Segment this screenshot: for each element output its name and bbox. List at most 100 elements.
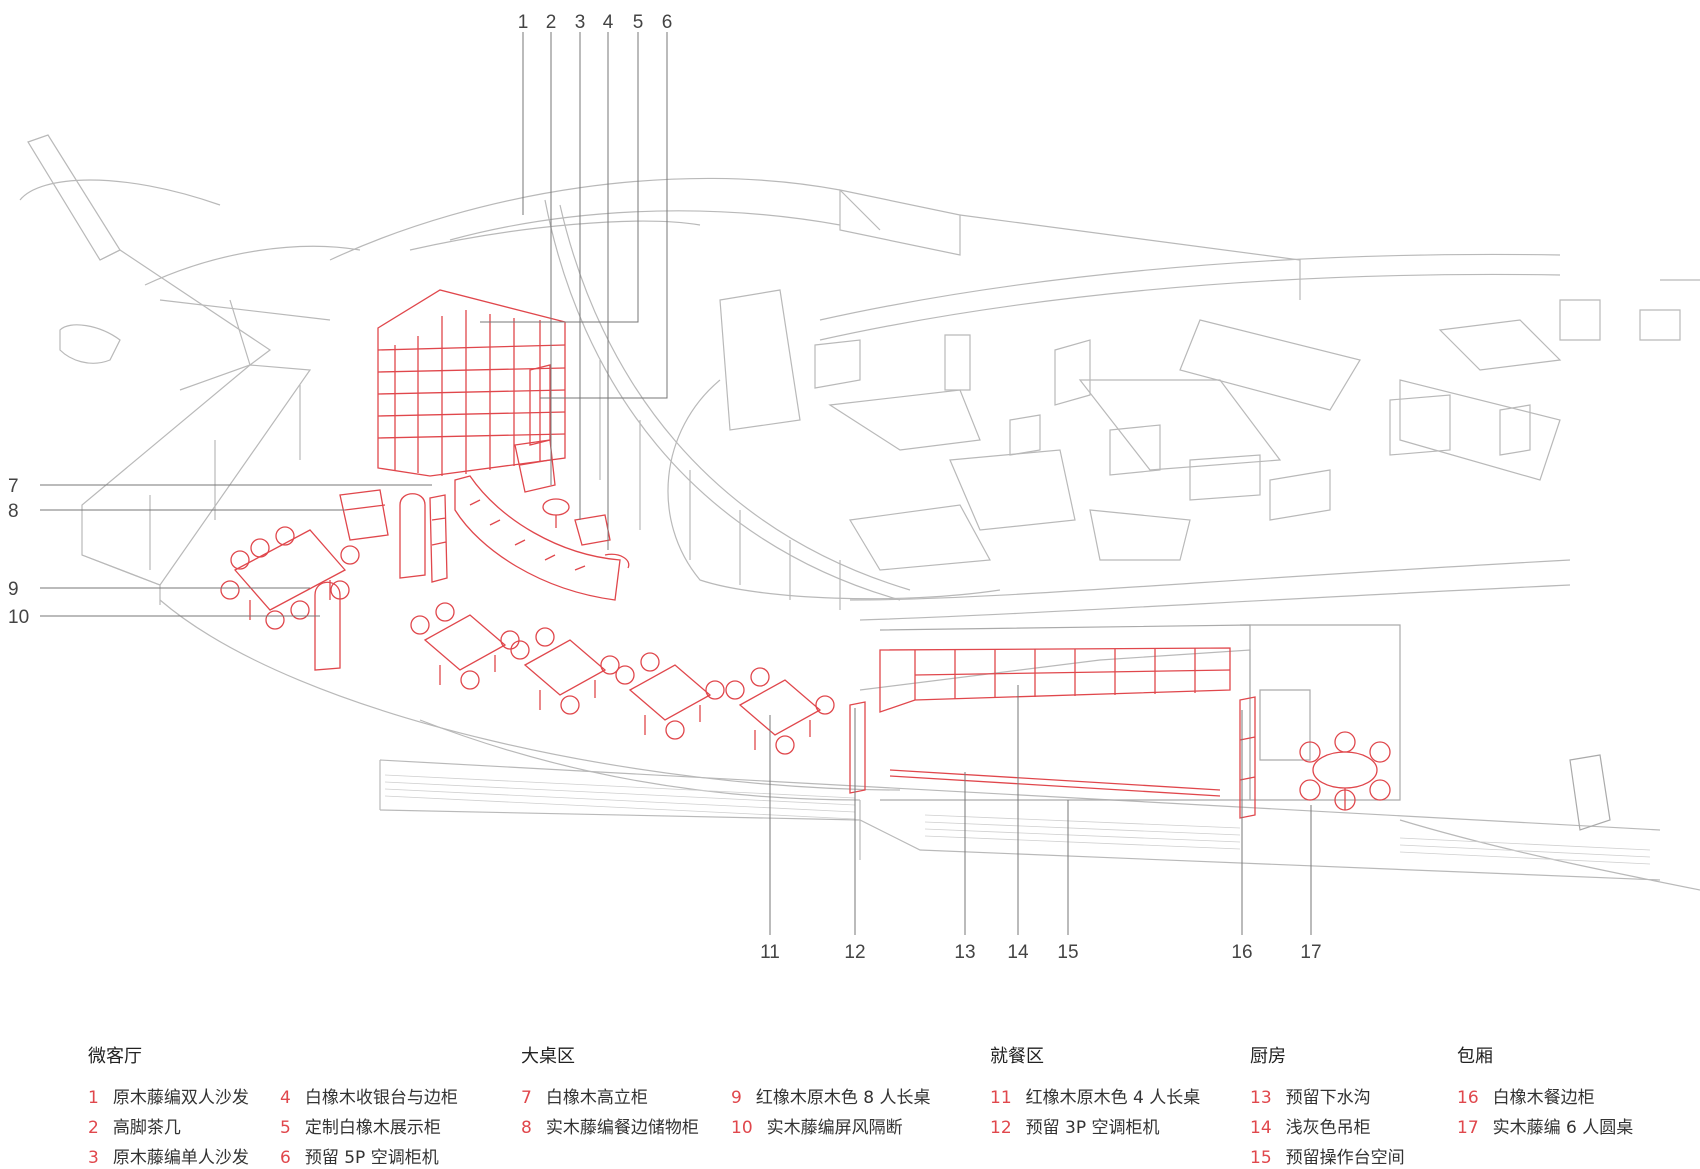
- legend-item-number: 3: [88, 1148, 99, 1168]
- legend-item-number: 1: [88, 1088, 99, 1108]
- legend-item: 16 白橡木餐边柜: [1457, 1083, 1595, 1108]
- legend-item-label: 预留 3P 空调柜机: [1025, 1118, 1160, 1138]
- legend-item-label: 白橡木收银台与边柜: [304, 1088, 458, 1108]
- tall-cabinet: [429, 494, 448, 583]
- legend-group-micro-lounge: 微客厅 1 原木藤编双人沙发 2 高脚茶几 3 原木藤编单人沙发 4 白橡木收银台与边柜…: [88, 1030, 508, 1169]
- legend-item-label: 白橡木高立柜: [545, 1088, 648, 1108]
- legend-item-label: 白橡木餐边柜: [1492, 1088, 1595, 1108]
- drain-channel: [889, 769, 1221, 797]
- legend-group-title: 包厢: [1457, 1046, 1493, 1067]
- legend-item: 11 红橡木原木色 4 人长桌: [990, 1083, 1200, 1108]
- legend-item-number: 16: [1457, 1088, 1479, 1108]
- legend-item-number: 5: [280, 1118, 291, 1138]
- callout-10: 10: [8, 607, 29, 628]
- double-sofa: [514, 439, 556, 493]
- display-cabinet: [377, 289, 566, 477]
- kitchen-walls: [879, 624, 1611, 831]
- callout-14: 14: [1007, 942, 1029, 963]
- callout-12: 12: [844, 942, 865, 963]
- legend-item-label: 定制白橡木展示柜: [304, 1118, 441, 1138]
- legend-item: 2 高脚茶几: [88, 1113, 181, 1138]
- legend-item-label: 预留下水沟: [1285, 1088, 1371, 1108]
- legend-group-private-room: 包厢 16 白橡木餐边柜 17 实木藤编 6 人圆桌: [1457, 1030, 1692, 1169]
- legend-item: 1 原木藤编双人沙发: [88, 1083, 249, 1108]
- callout-15: 15: [1057, 942, 1078, 963]
- callout-numbers: 1 2 3 4 5 6 7 8 9 10 11 12 13 14 15 16 1…: [8, 12, 1322, 963]
- tables-4p: [410, 602, 835, 755]
- legend-item: 7 白橡木高立柜: [521, 1083, 648, 1108]
- legend-item-number: 9: [731, 1088, 742, 1108]
- high-tea-table: [542, 498, 570, 516]
- legend-item-number: 2: [88, 1118, 99, 1138]
- legend-item-number: 17: [1457, 1118, 1479, 1138]
- legend-item-label: 实木藤编 6 人圆桌: [1492, 1118, 1634, 1138]
- legend-item: 17 实木藤编 6 人圆桌: [1457, 1113, 1633, 1138]
- callout-7: 7: [8, 476, 19, 497]
- legend-item-label: 原木藤编双人沙发: [112, 1088, 249, 1108]
- callout-4: 4: [603, 12, 614, 33]
- callout-6: 6: [662, 12, 673, 33]
- callout-2: 2: [546, 12, 557, 33]
- legend-item-number: 15: [1250, 1148, 1272, 1168]
- legend-item: 3 原木藤编单人沙发: [88, 1143, 249, 1168]
- legend-item-number: 11: [990, 1088, 1012, 1108]
- legend-group-title: 厨房: [1250, 1046, 1286, 1067]
- legend-item-label: 实木藤编餐边储物柜: [545, 1118, 699, 1138]
- legend-item-label: 高脚茶几: [112, 1118, 181, 1138]
- legend-item: 15 预留操作台空间: [1250, 1143, 1405, 1168]
- long-table-8p: [220, 526, 360, 630]
- legend-item: 9 红橡木原木色 8 人长桌: [731, 1083, 930, 1108]
- legend-item: 14 浅灰色吊柜: [1250, 1113, 1371, 1138]
- legend-item-label: 原木藤编单人沙发: [112, 1148, 249, 1168]
- rattan-screen-b: [314, 581, 341, 671]
- callout-11: 11: [760, 942, 780, 963]
- legend-item-label: 预留 5P 空调柜机: [304, 1148, 439, 1168]
- wall-cabinets: [879, 647, 1231, 713]
- legend-group-title: 就餐区: [990, 1046, 1044, 1067]
- legend-item: 8 实木藤编餐边储物柜: [521, 1113, 699, 1138]
- round-table-6p: [1299, 731, 1391, 811]
- legend-item: 4 白橡木收银台与边柜: [280, 1083, 458, 1108]
- legend-item-label: 红橡木原木色 4 人长桌: [1025, 1088, 1201, 1108]
- legend-item-number: 6: [280, 1148, 291, 1168]
- rattan-sideboard: [339, 489, 389, 541]
- ac-cabinet-3p: [849, 701, 866, 794]
- callout-3: 3: [575, 12, 586, 33]
- legend-item-number: 14: [1250, 1118, 1272, 1138]
- callout-5: 5: [633, 12, 644, 33]
- legend-item: 5 定制白橡木展示柜: [280, 1113, 441, 1138]
- legend-item-number: 7: [521, 1088, 532, 1108]
- legend-group-kitchen: 厨房 13 预留下水沟 14 浅灰色吊柜 15 预留操作台空间: [1250, 1030, 1440, 1169]
- callout-9: 9: [8, 579, 19, 600]
- legend-item: 13 预留下水沟: [1250, 1083, 1371, 1108]
- legend-group-large-table-area: 大桌区 7 白橡木高立柜 8 实木藤编餐边储物柜 9 红橡木原木色 8 人长桌 10 实…: [521, 1030, 981, 1169]
- legend-item-number: 10: [731, 1118, 753, 1138]
- legend-item-number: 12: [990, 1118, 1012, 1138]
- rattan-screen-a: [399, 493, 426, 579]
- legend-item-number: 4: [280, 1088, 291, 1108]
- building-linework: [19, 134, 1700, 891]
- legend-item-label: 红橡木原木色 8 人长桌: [755, 1088, 931, 1108]
- legend-item-number: 8: [521, 1118, 532, 1138]
- leader-lines: [40, 32, 1312, 935]
- legend-item: 10 实木藤编屏风隔断: [731, 1113, 903, 1138]
- perforated-screen-band: [384, 774, 1651, 865]
- legend-group-title: 大桌区: [521, 1046, 575, 1067]
- legend-item-label: 浅灰色吊柜: [1285, 1118, 1371, 1138]
- legend-item: 12 预留 3P 空调柜机: [990, 1113, 1160, 1138]
- legend-item-label: 实木藤编屏风隔断: [766, 1118, 903, 1138]
- callout-17: 17: [1300, 942, 1321, 963]
- legend-item-number: 13: [1250, 1088, 1272, 1108]
- legend-item-label: 预留操作台空间: [1285, 1148, 1405, 1168]
- legend-group-title: 微客厅: [88, 1046, 142, 1067]
- axonometric-plan-drawing: 1 2 3 4 5 6 7 8 9 10 11 12 13 14 15 16 1…: [8, 12, 1700, 963]
- legend-item: 6 预留 5P 空调柜机: [280, 1143, 439, 1168]
- legend-group-dining-area: 就餐区 11 红橡木原木色 4 人长桌 12 预留 3P 空调柜机: [990, 1030, 1220, 1169]
- callout-13: 13: [954, 942, 975, 963]
- callout-1: 1: [518, 12, 529, 33]
- callout-8: 8: [8, 501, 19, 522]
- single-sofa: [574, 514, 611, 546]
- callout-16: 16: [1231, 942, 1252, 963]
- cashier-counter: [454, 475, 630, 601]
- legend: 微客厅 1 原木藤编双人沙发 2 高脚茶几 3 原木藤编单人沙发 4 白橡木收银台与边柜…: [0, 1030, 1700, 1169]
